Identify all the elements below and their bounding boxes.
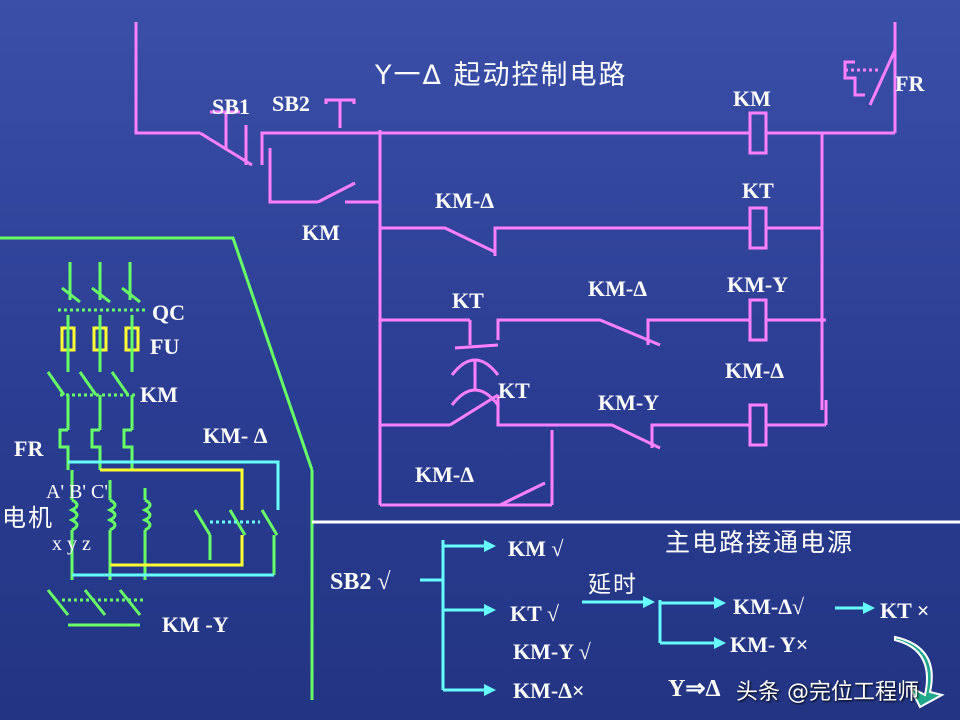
control-circuit	[134, 22, 897, 507]
seq-arrowhead4	[484, 684, 496, 696]
label-terminals-top: A' B' C'	[46, 481, 108, 503]
main-circuit	[0, 236, 960, 700]
label-km-hold: KM	[302, 220, 340, 245]
rung-y-mid	[496, 318, 661, 347]
seq-result: Y⇒Δ	[668, 676, 721, 702]
qc-a	[61, 286, 81, 304]
cyan-wiring	[68, 460, 280, 577]
seq-delay-km-delta: KM-Δ√	[733, 594, 805, 619]
label-km-y-coil: KM-Y	[727, 272, 789, 297]
km-main-b	[78, 371, 98, 396]
label-sb1: SB1	[212, 94, 250, 119]
fr-heater-a	[58, 428, 70, 470]
yellow-wire-bottom	[110, 535, 244, 567]
final-arrowhead	[863, 602, 875, 614]
km-coil-box	[748, 111, 768, 155]
km-y-c	[118, 589, 142, 616]
km-delta-a	[193, 509, 212, 536]
kt-nc-contact	[454, 343, 499, 350]
winding-c	[141, 498, 152, 532]
yellow-wire-top	[100, 468, 244, 510]
cyan-wire-top	[68, 460, 280, 510]
label-km-main: KM	[140, 382, 178, 407]
seq-branch-kt: KT √	[510, 601, 559, 626]
km-delta-c	[260, 509, 279, 536]
fr-contact	[868, 49, 897, 106]
zoom-frame	[0, 236, 314, 471]
return-arrow-icon	[894, 635, 945, 709]
km-y-coil-box	[748, 298, 768, 342]
km-delta-b	[228, 509, 247, 536]
km-main-a	[46, 371, 66, 396]
label-kt-no: KT	[498, 378, 530, 403]
label-km-y-main: KM -Y	[162, 612, 229, 637]
label-fr-main: FR	[14, 436, 44, 461]
rung-delta-mid	[496, 395, 661, 450]
fr-heater-b	[90, 428, 102, 470]
delay-branchhead1	[714, 597, 726, 609]
label-motor: 电机	[2, 504, 54, 532]
km-delta-coil-box	[748, 403, 768, 447]
note-main-power: 主电路接通电源	[665, 528, 855, 557]
km-y-b	[83, 589, 107, 616]
rung-delta-right	[650, 423, 750, 448]
km-y-a	[46, 589, 70, 616]
sb2-head	[324, 98, 356, 104]
seq-arrowhead1	[484, 540, 496, 552]
seq-branch-km-delta: KM-Δ×	[513, 678, 585, 703]
fr-heater-c	[122, 428, 134, 470]
label-km-y-nc: KM-Y	[598, 390, 660, 415]
qc-b	[91, 286, 111, 304]
km-hold-left	[268, 148, 318, 204]
label-kt-coil: KT	[742, 178, 774, 203]
sequence-arrows	[420, 540, 875, 696]
label-sb2: SB2	[272, 91, 310, 116]
label-km-delta-hold: KM-Δ	[415, 462, 474, 487]
label-km-delta-main: KM- Δ	[203, 423, 268, 448]
km-delta-hold-contact	[499, 481, 546, 507]
rung-kt	[380, 226, 750, 255]
delay-branchhead2	[714, 637, 726, 649]
seq-branch-km: KM √	[508, 536, 564, 561]
sb2-left-wire	[260, 131, 320, 165]
watermark: 头条 @完位工程师	[736, 680, 919, 705]
left-supply-wire	[134, 22, 200, 135]
winding-a	[68, 498, 79, 532]
delay-arrowhead	[643, 596, 655, 608]
km-main-c	[110, 371, 130, 396]
winding-b	[106, 498, 117, 532]
yellow-wiring	[100, 468, 244, 567]
label-km-coil: KM	[733, 86, 771, 111]
kt-no-contact	[449, 393, 499, 427]
label-km-delta-nc-mid: KM-Δ	[588, 276, 647, 301]
fr-actuator	[843, 60, 865, 97]
km-hold-contact	[317, 181, 356, 204]
seq-branch-km-y: KM-Y √	[513, 639, 591, 664]
seq-arrowhead2	[484, 604, 496, 616]
label-km-delta-coil: KM-Δ	[725, 358, 784, 383]
kt-no-arc	[450, 388, 500, 406]
kt-coil-box	[748, 206, 768, 250]
label-terminals-bottom: x y z	[52, 533, 91, 555]
rung-y-right	[646, 318, 750, 345]
label-fu: FU	[150, 334, 180, 359]
label-fr-control: FR	[895, 71, 925, 96]
note-delay: 延时	[588, 572, 638, 598]
seq-final-kt: KT ×	[880, 598, 930, 623]
seq-start: SB2 √	[330, 569, 391, 595]
qc-c	[121, 286, 141, 304]
label-kt-nc: KT	[452, 288, 484, 313]
label-qc: QC	[152, 300, 185, 325]
label-km-delta-nc-top: KM-Δ	[435, 188, 494, 213]
page-title: Y一Δ 起动控制电路	[375, 60, 628, 91]
seq-delay-km-y: KM- Y×	[730, 632, 809, 657]
